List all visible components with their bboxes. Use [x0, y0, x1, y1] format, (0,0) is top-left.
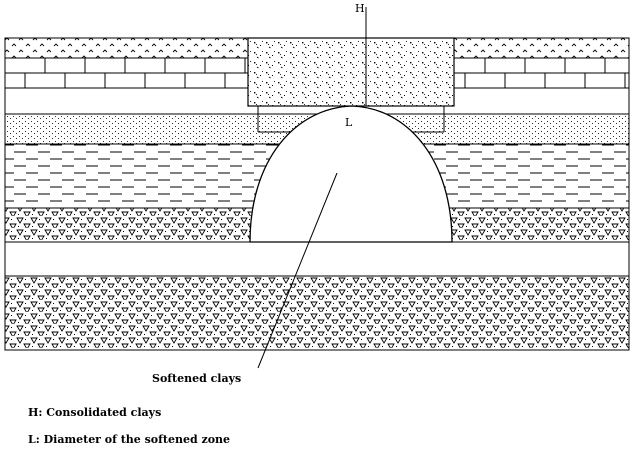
consolidated-block [247, 37, 455, 133]
softened-clays-label: Softened clays [152, 372, 241, 385]
l-marker-label: L [345, 116, 353, 129]
white-band-lower [4, 241, 630, 277]
legend-softened-diameter: L: Diameter of the softened zone [28, 433, 231, 446]
softened-clays-leader [257, 172, 338, 369]
softened-zone [249, 105, 453, 243]
h-marker-label: H [355, 2, 365, 15]
legend-consolidated-clays: H: Consolidated clays [28, 406, 162, 419]
gravel-layer-lower [4, 275, 630, 351]
